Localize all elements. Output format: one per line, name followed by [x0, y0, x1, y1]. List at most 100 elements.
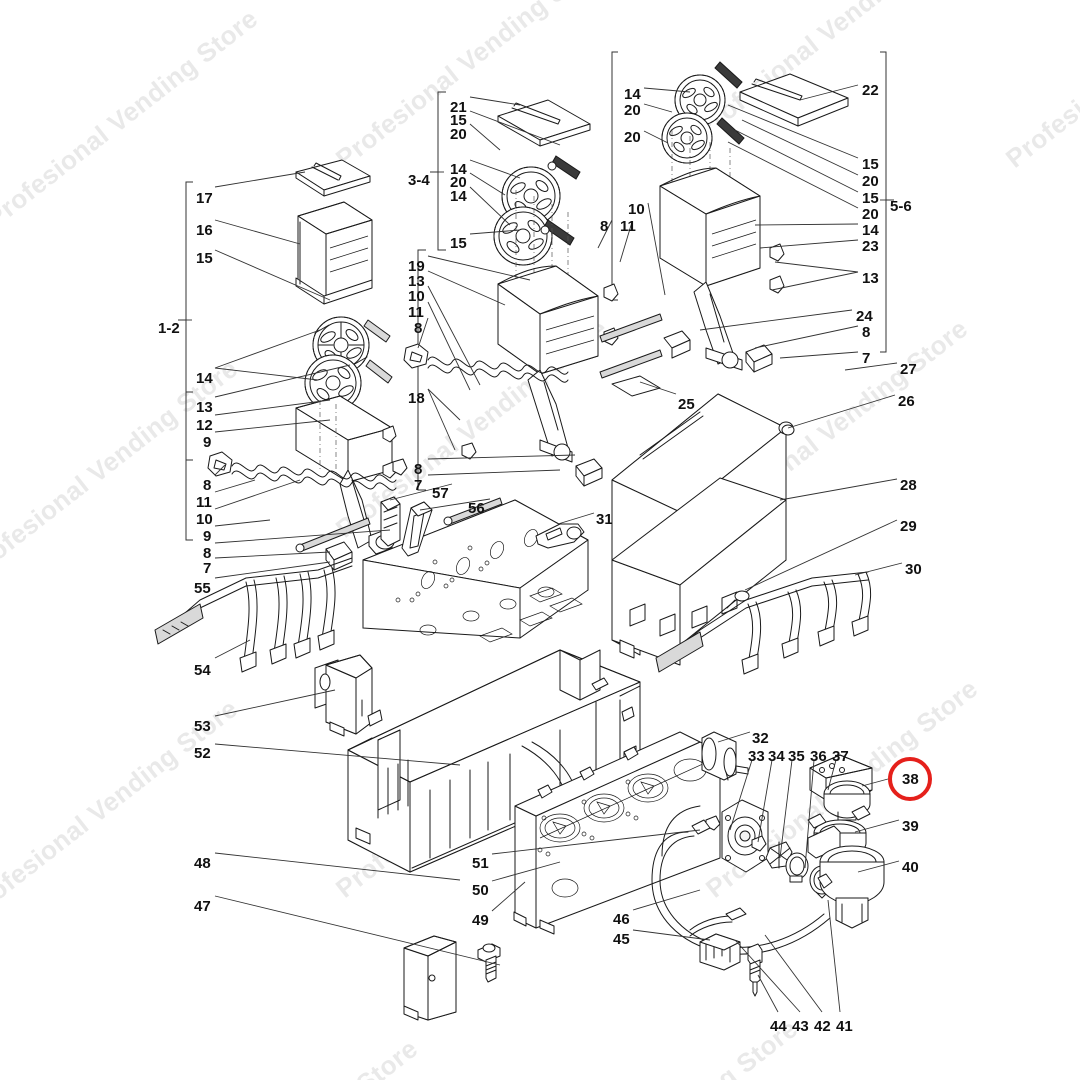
leader-line-23 [759, 239, 859, 249]
leader-line-37 [827, 759, 837, 791]
callout-39: 39 [902, 818, 919, 835]
callout-14: 14 [450, 188, 467, 205]
callout-9: 9 [203, 434, 212, 451]
leader-line-10 [427, 285, 481, 386]
leader-line-44 [757, 974, 779, 1013]
callout-7: 7 [862, 350, 871, 367]
leader-line-16 [214, 219, 301, 245]
leader-line-8 [214, 464, 226, 476]
callout-14: 14 [196, 370, 213, 387]
leader-line-25 [639, 381, 677, 395]
callout-13: 13 [408, 273, 425, 290]
leader-line-11 [214, 479, 256, 493]
callout-24: 24 [856, 308, 873, 325]
leader-line-48 [214, 852, 461, 881]
callout-25: 25 [678, 396, 695, 413]
callout-10: 10 [196, 511, 213, 528]
leader-line-14 [469, 186, 511, 226]
callout-15: 15 [862, 156, 879, 173]
callout-16: 16 [196, 222, 213, 239]
callout-17: 17 [196, 190, 213, 207]
leader-line-13 [774, 261, 859, 273]
leader-line-13 [214, 364, 351, 398]
callout-19: 19 [408, 258, 425, 275]
leader-line-55 [214, 561, 331, 579]
leader-line-39 [854, 819, 900, 833]
leader-line-7 [779, 351, 859, 359]
leader-line-11 [619, 221, 633, 263]
callout-50: 50 [472, 882, 489, 899]
callout-55: 55 [194, 580, 211, 597]
leader-line-20 [727, 141, 859, 209]
callout-11: 11 [620, 218, 636, 235]
leader-line-8 [427, 454, 576, 460]
callout-26: 26 [898, 393, 915, 410]
leader-line-57 [389, 483, 453, 501]
leader-line-43 [734, 939, 801, 1013]
callout-13: 13 [862, 270, 879, 287]
leader-line-53 [214, 689, 336, 717]
callout-15: 15 [196, 250, 213, 267]
leader-line-9 [214, 419, 331, 433]
callout-46: 46 [613, 911, 630, 928]
callout-56: 56 [468, 500, 485, 517]
callout-9: 9 [203, 528, 212, 545]
callout-20: 20 [624, 102, 641, 119]
leader-line-36 [804, 759, 815, 869]
callout-47: 47 [194, 898, 211, 915]
callout-35: 35 [788, 748, 805, 765]
callout-51: 51 [472, 855, 489, 872]
leader-line-18 [427, 388, 456, 451]
callout-38: 38 [902, 771, 919, 788]
callout-10: 10 [408, 288, 425, 305]
callout-13: 13 [196, 399, 213, 416]
leader-line-8 [214, 529, 391, 544]
leader-line-15 [469, 110, 561, 146]
callout-34: 34 [768, 748, 785, 765]
callout-8: 8 [600, 218, 609, 235]
leader-line-46 [632, 889, 701, 911]
leader-line-15 [727, 104, 859, 159]
leader-line-15 [469, 229, 521, 235]
leader-line-28 [779, 478, 898, 501]
leader-line-10 [214, 479, 301, 510]
callout-45: 45 [613, 931, 630, 948]
leader-line-34 [757, 759, 773, 843]
callout-33: 33 [748, 748, 765, 765]
leader-line-31 [557, 512, 595, 525]
leader-line-52 [214, 743, 461, 766]
callout-28: 28 [900, 477, 917, 494]
callout-41: 41 [836, 1018, 853, 1035]
callout-11: 11 [408, 304, 424, 321]
callout-44: 44 [770, 1018, 787, 1035]
leader-line-20 [643, 130, 669, 144]
callout-7: 7 [414, 477, 423, 494]
callout-23: 23 [862, 238, 879, 255]
leader-line-20 [643, 103, 673, 113]
callout-48: 48 [194, 855, 211, 872]
leader-line-17 [214, 171, 306, 188]
callout-20: 20 [862, 206, 879, 223]
leader-line-47 [214, 895, 501, 966]
callout-53: 53 [194, 718, 211, 735]
leader-line-8 [597, 219, 613, 249]
callout-20: 20 [450, 174, 467, 191]
callout-57: 57 [432, 485, 449, 502]
leader-line-18 [427, 388, 461, 421]
leader-line-33 [729, 759, 753, 831]
leader-line-50 [491, 861, 561, 882]
callout-15: 15 [862, 190, 879, 207]
leader-line-35 [779, 759, 793, 859]
callout-10: 10 [628, 201, 645, 218]
leader-line-12 [214, 399, 331, 416]
callout-14: 14 [862, 222, 879, 239]
callout-3-4: 3-4 [408, 172, 430, 189]
callout-27: 27 [900, 361, 917, 378]
callout-8: 8 [203, 477, 212, 494]
callout-22: 22 [862, 82, 879, 99]
leader-line-14 [469, 159, 521, 179]
callout-20: 20 [862, 173, 879, 190]
leader-line-27 [844, 362, 898, 371]
leader-line-15 [734, 129, 859, 193]
leader-line-8 [417, 317, 429, 349]
